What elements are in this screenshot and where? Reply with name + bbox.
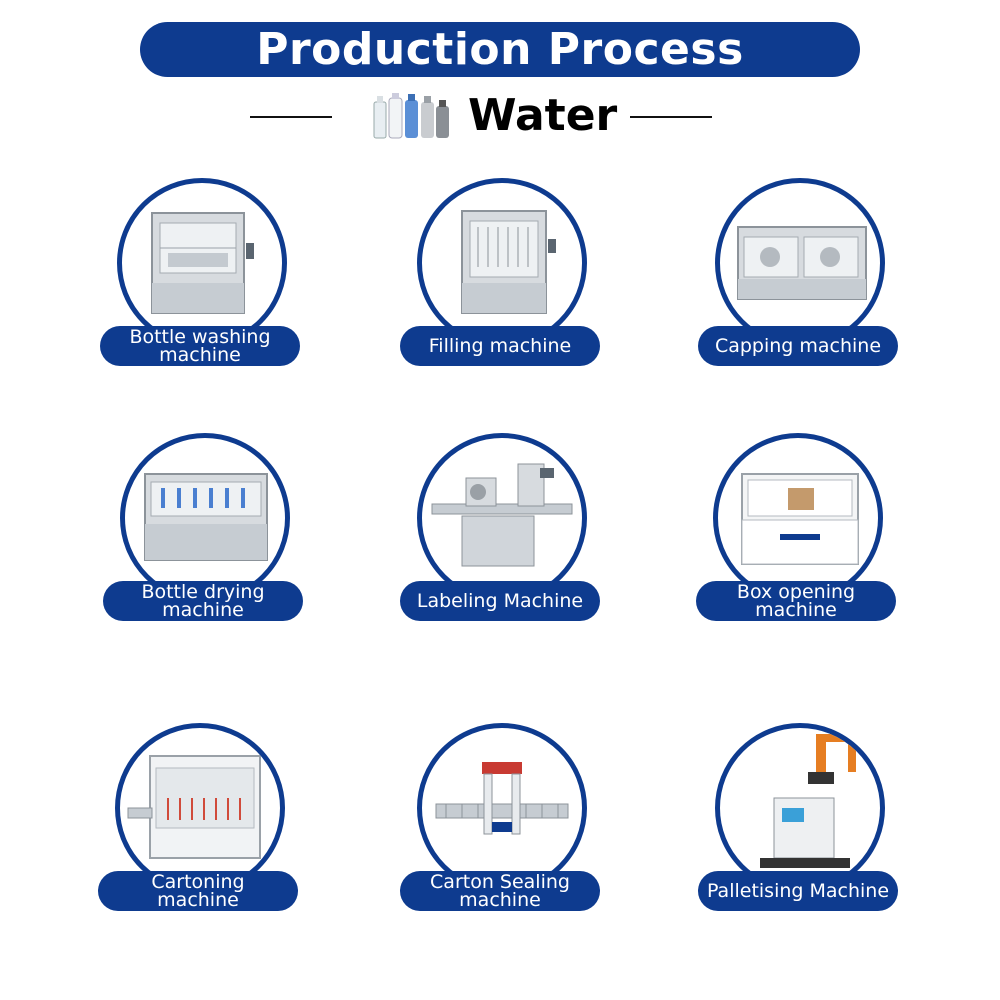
machine-label: Labeling Machine <box>400 581 600 621</box>
machine-image-frame <box>715 723 885 893</box>
title-banner: Production Process <box>140 22 860 77</box>
machine-card: Labeling Machine <box>400 433 600 633</box>
box-opening-machine-image <box>741 473 859 565</box>
labeling-machine-image <box>431 463 573 567</box>
divider-right <box>630 116 712 118</box>
machine-label: Cartoning machine <box>98 871 298 911</box>
bottles-icon <box>373 93 449 139</box>
machine-label: Capping machine <box>698 326 898 366</box>
machine-label: Palletising Machine <box>698 871 898 911</box>
machine-label: Carton Sealing machine <box>400 871 600 911</box>
machine-image-frame <box>417 723 587 893</box>
machine-card: Bottle drying machine <box>103 433 303 633</box>
machine-label: Bottle washing machine <box>100 326 300 366</box>
machine-card: Cartoning machine <box>98 723 298 923</box>
machine-image-frame <box>417 433 587 603</box>
bottle-washing-machine-image <box>151 212 254 314</box>
machine-card: Capping machine <box>698 178 898 378</box>
machine-image-frame <box>115 723 285 893</box>
machine-image-frame <box>715 178 885 348</box>
machine-label: Filling machine <box>400 326 600 366</box>
machine-image-frame <box>120 433 290 603</box>
filling-machine-image <box>461 210 556 314</box>
capping-machine-image <box>737 226 867 300</box>
bottle-drying-machine-image <box>144 473 268 561</box>
machine-card: Box opening machine <box>696 433 896 633</box>
machine-label: Box opening machine <box>696 581 896 621</box>
machine-card: Bottle washing machine <box>100 178 300 378</box>
machine-image-frame <box>117 178 287 348</box>
subtitle: Water <box>468 90 618 141</box>
page-title: Production Process <box>256 24 744 75</box>
machine-card: Palletising Machine <box>698 723 898 923</box>
machine-card: Filling machine <box>400 178 600 378</box>
divider-left <box>250 116 332 118</box>
machine-image-frame <box>713 433 883 603</box>
machine-label: Bottle drying machine <box>103 581 303 621</box>
machine-card: Carton Sealing machine <box>400 723 600 923</box>
palletising-machine-image <box>760 734 856 868</box>
carton-sealing-machine-image <box>435 762 569 835</box>
subtitle-row: Water <box>0 88 1000 144</box>
machine-image-frame <box>417 178 587 348</box>
cartoning-machine-image <box>127 755 261 859</box>
